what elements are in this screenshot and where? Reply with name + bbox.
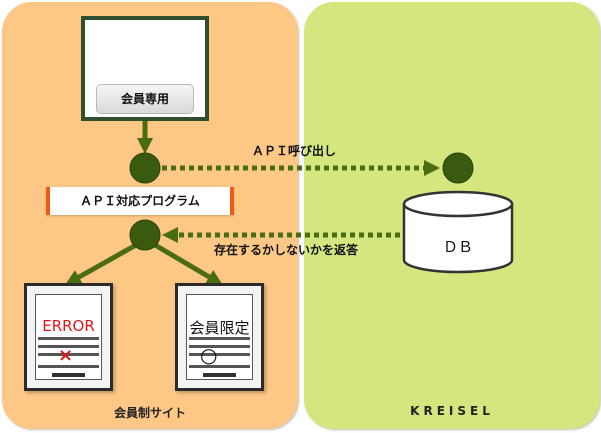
api-program-box: ＡＰＩ対応プログラム xyxy=(46,187,234,215)
error-cross-icon: × xyxy=(58,345,74,366)
error-page-text: ERROR xyxy=(42,317,95,335)
database-label: ＤＢ xyxy=(442,238,473,256)
error-page-lines xyxy=(38,337,99,377)
node-browser xyxy=(129,152,161,184)
node-db xyxy=(442,152,474,184)
member-only-button[interactable]: 会員専用 xyxy=(96,84,194,114)
kreisel-label: KREISEL xyxy=(410,404,494,418)
branch-arrow-error xyxy=(65,242,138,285)
return-label: 存在するかしないかを返答 xyxy=(214,243,359,257)
member-circle-icon: ○ xyxy=(200,343,218,367)
member-site-label: 会員制サイト xyxy=(113,406,186,420)
branch-arrow-member xyxy=(153,242,223,286)
node-program xyxy=(129,219,161,251)
database-cylinder-icon xyxy=(402,190,514,274)
member-page-lines xyxy=(189,337,250,377)
api-call-label: ＡＰＩ呼び出し xyxy=(252,144,337,158)
member-page-text: 会員限定 xyxy=(189,319,250,337)
